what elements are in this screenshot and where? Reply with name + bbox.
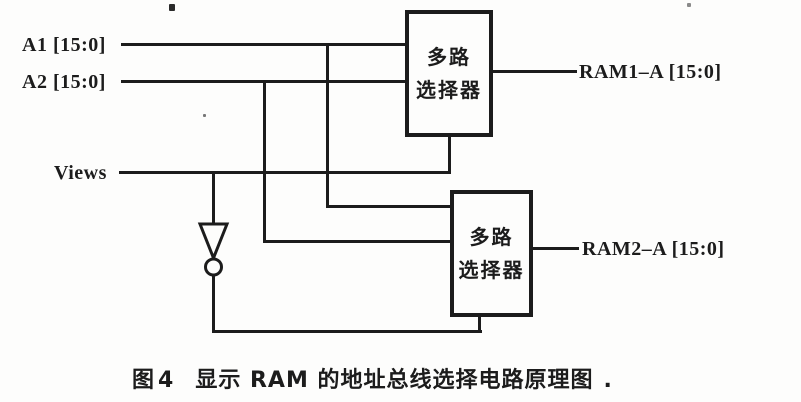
wire-views [119, 171, 451, 174]
wire-inverter-to-mux2-select [212, 330, 482, 333]
figure-caption-period: . [603, 368, 613, 393]
wire-views-to-inverter [212, 171, 215, 225]
wire-a1-branch-to-mux2 [326, 205, 453, 208]
wire-mux2-output [533, 247, 579, 250]
signal-label-views: Views [54, 162, 107, 184]
wire-a1-bus [121, 43, 407, 46]
signal-label-a1: A1 [15:0] [22, 34, 106, 56]
scan-speck [169, 4, 175, 11]
mux1-label-line2: 选择器 [416, 77, 482, 102]
mux1-box: 多路 选择器 [405, 10, 493, 137]
inverter-bubble [204, 257, 223, 277]
mux2-label-line1: 多路 [469, 224, 514, 249]
inverter-triangle [197, 222, 230, 263]
scan-speck [203, 114, 206, 117]
scan-speck [687, 3, 691, 7]
wire-mux1-output [493, 70, 577, 73]
wire-a1-branch-vertical [326, 43, 329, 208]
wire-a2-branch-to-mux2 [263, 240, 453, 243]
mux2-label-line2: 选择器 [458, 257, 525, 282]
figure-caption-title: 显示 RAM 的地址总线选择电路原理图 [195, 368, 594, 393]
mux2-box: 多路 选择器 [450, 190, 533, 317]
wire-mux1-select-stub [448, 135, 451, 174]
figure-caption-number: 图4 [132, 368, 178, 393]
figure-caption: 图4 显示 RAM 的地址总线选择电路原理图. [132, 362, 613, 394]
wire-mux2-select-stub [478, 314, 481, 333]
not-gate-icon [197, 222, 230, 277]
signal-label-a2: A2 [15:0] [22, 71, 106, 93]
mux1-label-line1: 多路 [427, 44, 471, 69]
output-label-ram1: RAM1–A [15:0] [579, 61, 722, 83]
wire-a2-branch-vertical [263, 80, 266, 243]
wire-inverter-output-vertical [212, 275, 215, 333]
output-label-ram2: RAM2–A [15:0] [582, 238, 725, 260]
